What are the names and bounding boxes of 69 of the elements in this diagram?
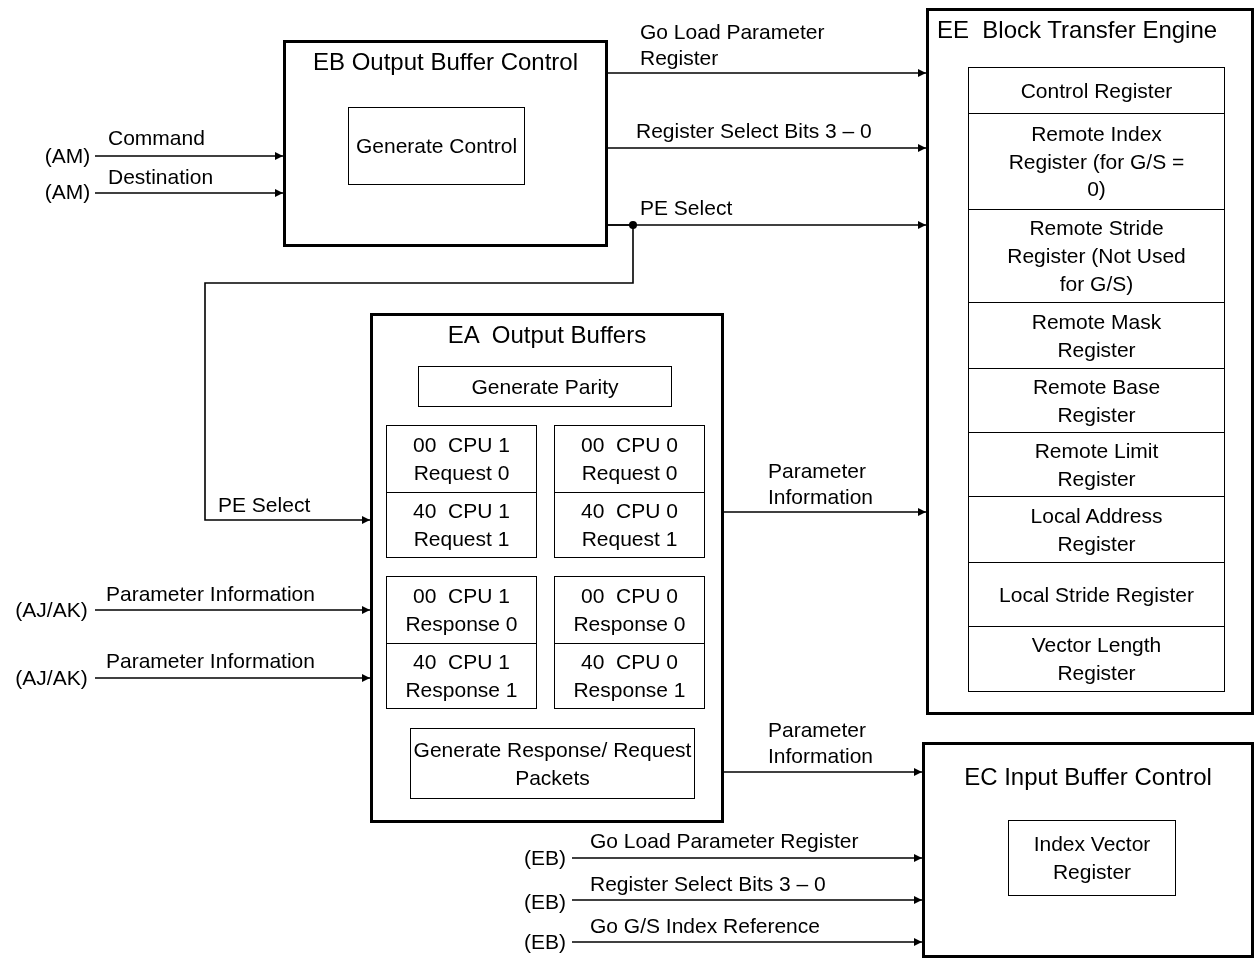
register-box [968, 113, 1225, 210]
register-box [554, 492, 705, 558]
arrow [204, 224, 634, 524]
register-box [968, 496, 1225, 563]
box-label: 00 CPU 1 Request 0 [412, 432, 511, 486]
function-box [418, 366, 672, 407]
function-box [1008, 820, 1176, 896]
arrow [571, 854, 923, 862]
box-label: EB Output Buffer Control [313, 47, 578, 77]
source-label: (EB) [524, 929, 566, 956]
register-box [968, 626, 1225, 692]
box-label: Control Register [1020, 77, 1173, 104]
source-label: (EB) [524, 889, 566, 916]
register-box [386, 425, 537, 493]
source-label: (EB) [524, 845, 566, 872]
block-box [370, 313, 724, 823]
box-label: Remote Base Register [1031, 373, 1162, 428]
arrow [607, 144, 927, 152]
arrow [607, 69, 927, 77]
source-label: (AM) [44, 179, 91, 206]
register-box [968, 562, 1225, 627]
arrow [723, 768, 923, 776]
box-label: 40 CPU 1 Response 1 [404, 649, 519, 703]
box-label: EE Block Transfer Engine [937, 15, 1218, 45]
box-label: 00 CPU 0 Response 0 [572, 583, 687, 637]
arrow [723, 508, 927, 516]
box-label: Generate Response/ Request Packets [413, 736, 692, 791]
block-box [922, 742, 1254, 958]
source-label: (AJ/AK) [15, 665, 88, 692]
box-label: Remote Index Register (for G/S = 0) [1007, 120, 1186, 203]
arrow [571, 896, 923, 904]
register-box [554, 643, 705, 709]
box-label: Generate Parity [471, 373, 619, 400]
box-label: EA Output Buffers [447, 320, 647, 350]
register-box [386, 492, 537, 558]
box-label: 00 CPU 0 Request 0 [580, 432, 679, 486]
box-label: Generate Control [355, 133, 518, 160]
register-box [554, 425, 705, 493]
box-label: 40 CPU 0 Response 1 [572, 649, 687, 703]
source-label: (AJ/AK) [15, 597, 88, 624]
box-label: Vector Length Register [1030, 632, 1163, 686]
box-label: EC Input Buffer Control [964, 763, 1212, 792]
function-box [410, 728, 695, 799]
arrow [94, 152, 284, 160]
box-label: 40 CPU 0 Request 1 [580, 498, 679, 552]
box-label: Remote Mask Register [1030, 308, 1163, 363]
register-box [554, 576, 705, 644]
box-label: 40 CPU 1 Request 1 [412, 498, 511, 552]
arrow [571, 938, 923, 946]
register-box [386, 643, 537, 709]
register-box [968, 368, 1225, 433]
arrow [94, 674, 371, 682]
block-box [926, 8, 1254, 715]
function-box [348, 107, 525, 185]
box-label: Index Vector Register [1032, 831, 1152, 885]
register-box [968, 432, 1225, 497]
arrow [94, 606, 371, 614]
register-box [386, 576, 537, 644]
register-box [968, 209, 1225, 303]
register-box [968, 67, 1225, 114]
box-label: Remote Stride Register (Not Used for G/S) [1006, 215, 1187, 297]
source-label: (AM) [44, 143, 91, 170]
block-box [283, 40, 608, 247]
box-label: Local Address Register [1029, 502, 1164, 557]
register-box [968, 302, 1225, 369]
box-label: Local Stride Register [999, 581, 1194, 608]
arrow [94, 189, 284, 197]
box-label: 00 CPU 1 Response 0 [404, 583, 519, 637]
box-label: Remote Limit Register [1033, 437, 1160, 492]
